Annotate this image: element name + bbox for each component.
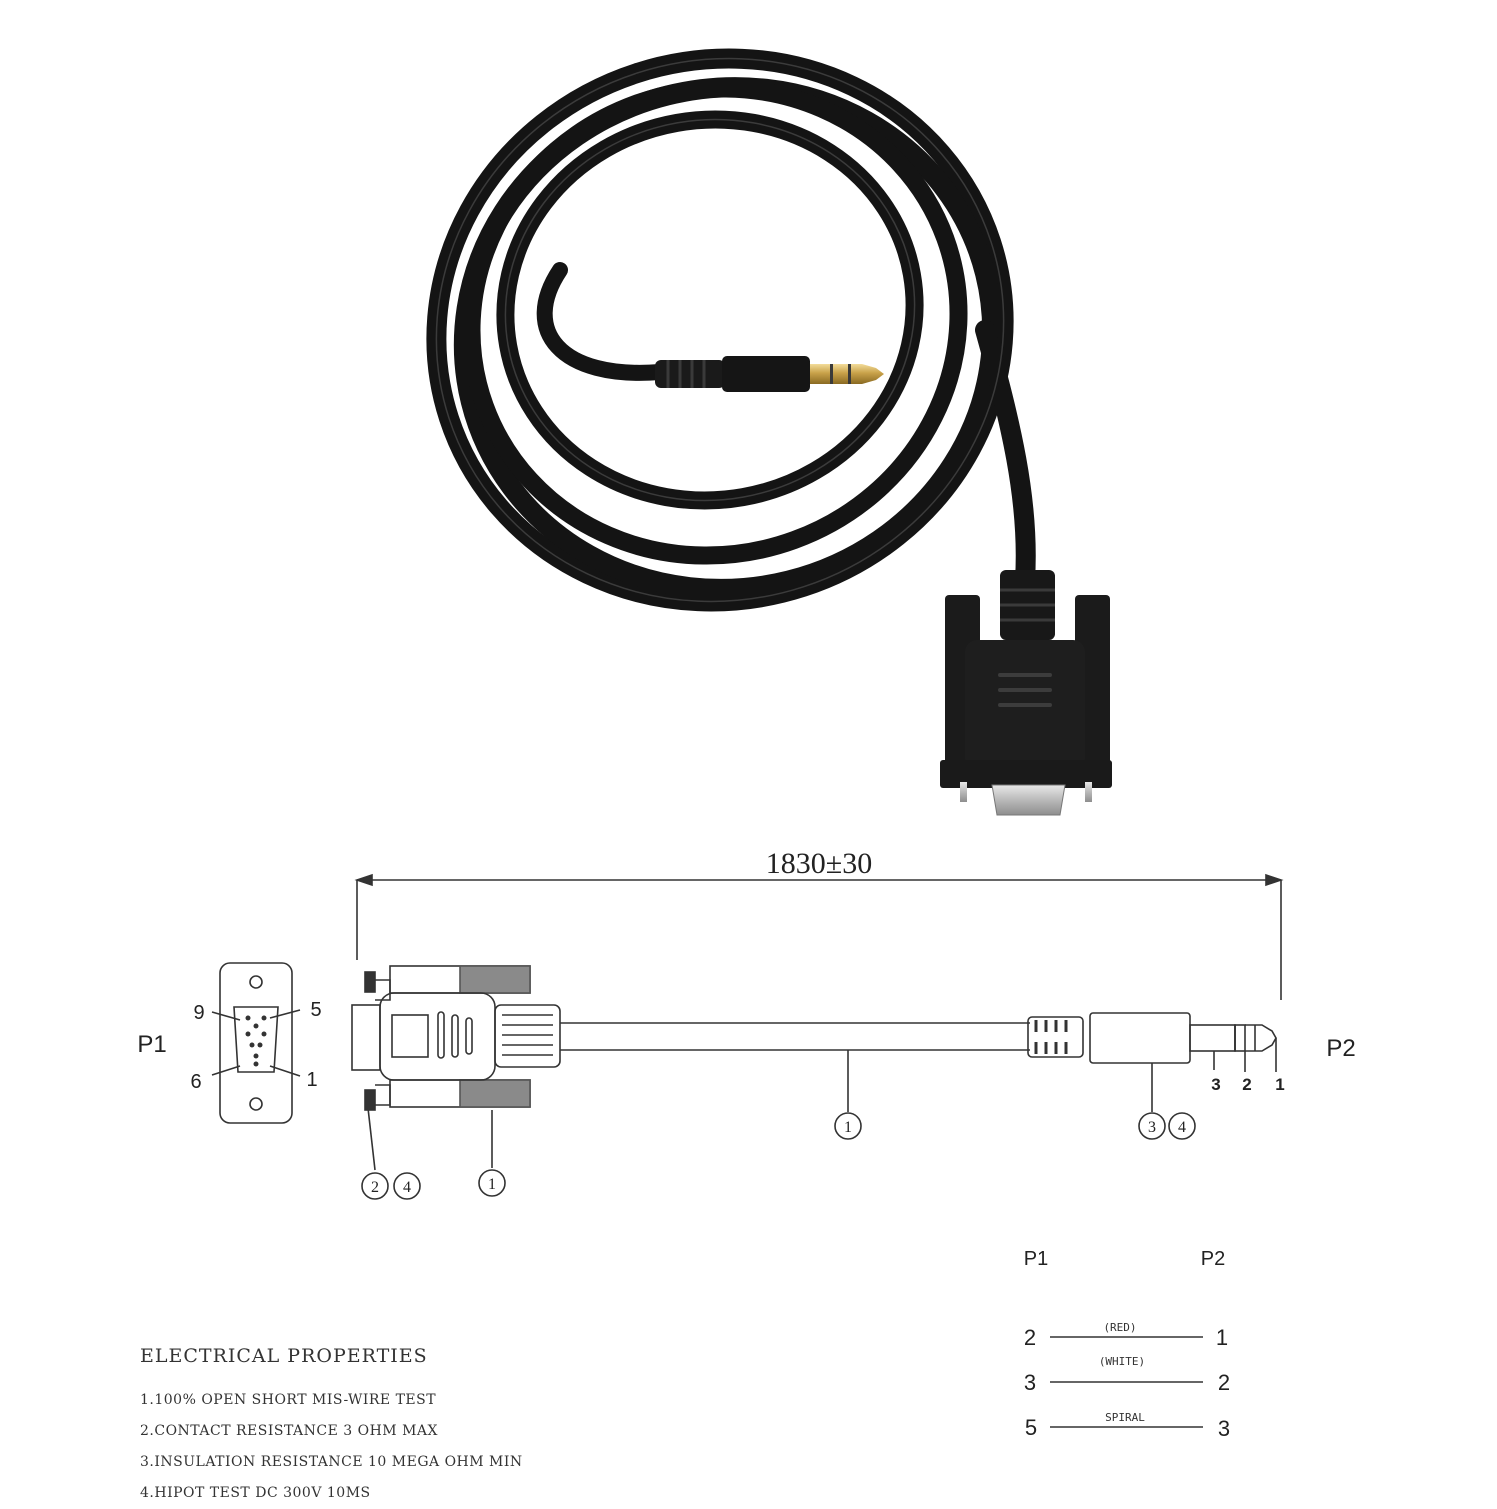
electrical-property-item: 1.100% OPEN SHORT MIS-WIRE TEST xyxy=(140,1392,437,1408)
db9-side-view xyxy=(351,965,561,1111)
db9-pin-6: 6 xyxy=(190,1071,201,1093)
wiring-row-2-p2: 2 xyxy=(1218,1370,1230,1395)
audio-jack-photo xyxy=(655,356,884,392)
cable-highlights xyxy=(435,57,1005,603)
electrical-property-item: 3.INSULATION RESISTANCE 10 MEGA OHM MIN xyxy=(140,1454,523,1470)
wiring-header-p1: P1 xyxy=(1024,1248,1048,1270)
jack-pin-2: 2 xyxy=(1242,1075,1251,1094)
electrical-properties: ELECTRICAL PROPERTIES 1.100% OPEN SHORT … xyxy=(140,1345,660,1509)
wiring-row-1-p2: 1 xyxy=(1216,1325,1228,1350)
cable-body xyxy=(560,1022,1030,1051)
wiring-row-2-label: (WHITE) xyxy=(1099,1355,1145,1368)
callout-screws-b: 4 xyxy=(403,1179,411,1196)
callout-circles xyxy=(361,1112,1196,1200)
callout-leaders xyxy=(367,1050,1153,1171)
callout-db9-shell: 1 xyxy=(488,1176,496,1193)
callout-cable: 1 xyxy=(844,1119,852,1136)
electrical-properties-title: ELECTRICAL PROPERTIES xyxy=(140,1345,428,1367)
jack-pin-3: 3 xyxy=(1211,1075,1220,1094)
p1-label: P1 xyxy=(137,1031,166,1058)
wiring-header-p2: P2 xyxy=(1201,1248,1225,1270)
db9-pin-1: 1 xyxy=(306,1069,317,1091)
wiring-row-1-label: (RED) xyxy=(1103,1321,1136,1334)
dimension-line xyxy=(354,873,1284,1000)
dimension-label: 1830±30 xyxy=(766,847,872,880)
jack-pin-1: 1 xyxy=(1275,1075,1284,1094)
db9-connector-photo xyxy=(940,570,1112,816)
wiring-row-2-p1: 3 xyxy=(1024,1370,1036,1395)
p2-label: P2 xyxy=(1326,1035,1355,1062)
callout-jack-b: 4 xyxy=(1178,1119,1186,1136)
electrical-property-item: 2.CONTACT RESISTANCE 3 OHM MAX xyxy=(140,1423,439,1439)
callout-screws-a: 2 xyxy=(371,1179,379,1196)
wiring-row-1-p1: 2 xyxy=(1024,1325,1036,1350)
technical-drawing xyxy=(211,873,1284,1428)
wiring-lines xyxy=(1050,1336,1203,1428)
coiled-cable xyxy=(426,48,1036,612)
db9-front-view xyxy=(211,962,301,1124)
wiring-row-3-p2: 3 xyxy=(1218,1416,1230,1441)
cable-photo xyxy=(426,48,1112,816)
wiring-row-3-p1: 5 xyxy=(1025,1415,1037,1440)
db9-pin-9: 9 xyxy=(193,1002,204,1024)
wiring-row-3-label: SPIRAL xyxy=(1105,1411,1145,1424)
callout-jack-a: 3 xyxy=(1148,1119,1156,1136)
db9-pin-5: 5 xyxy=(310,999,321,1021)
jack-side-view xyxy=(1027,1012,1277,1072)
electrical-property-item: 4.HIPOT TEST DC 300V 10MS xyxy=(140,1485,371,1501)
